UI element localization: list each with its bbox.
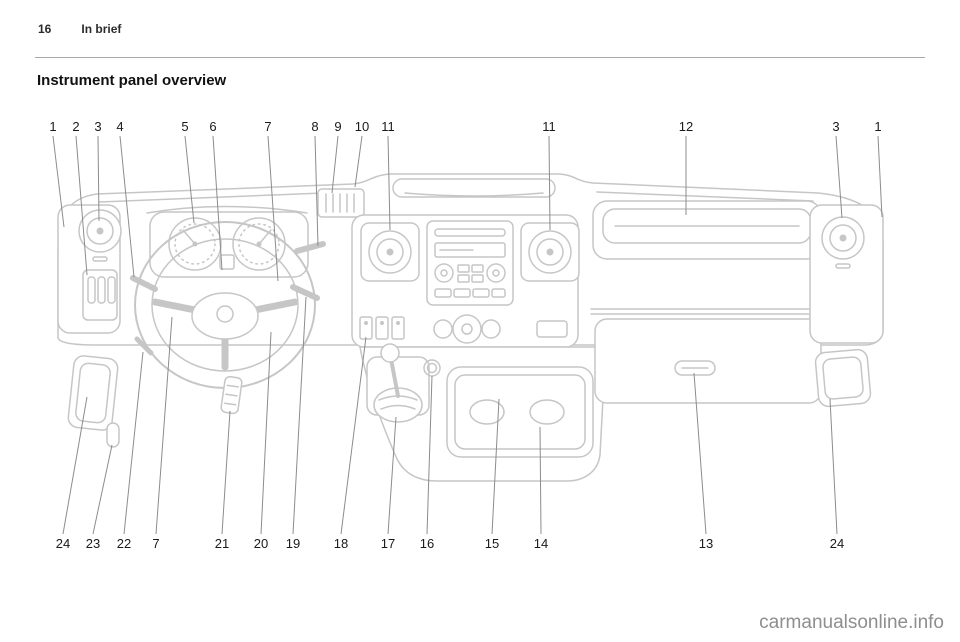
right-storage-bin xyxy=(814,348,872,408)
callout-bottom-2: 23 xyxy=(86,536,100,551)
callout-bottom-9: 17 xyxy=(381,536,395,551)
left-side-vent xyxy=(78,209,122,262)
callout-top-8: 8 xyxy=(311,119,318,134)
callout-top-5: 5 xyxy=(181,119,188,134)
callout-bottom-6: 20 xyxy=(254,536,268,551)
callout-top-9: 9 xyxy=(334,119,341,134)
control-knob-cluster xyxy=(433,314,568,344)
callout-top-2: 2 xyxy=(72,119,79,134)
callout-top-7: 7 xyxy=(264,119,271,134)
callout-bottom-4: 7 xyxy=(152,536,159,551)
dashboard-illustration: 1 2 3 4 5 6 7 8 9 10 11 11 12 3 1 24 23 … xyxy=(49,119,884,551)
callout-bottom-5: 21 xyxy=(215,536,229,551)
page-title: Instrument panel overview xyxy=(37,72,227,89)
release-lever xyxy=(106,422,120,448)
callout-bottom-8: 18 xyxy=(334,536,348,551)
callout-bottom-7: 19 xyxy=(286,536,300,551)
callout-bottom-10: 16 xyxy=(420,536,434,551)
passenger-airbag-panel xyxy=(590,200,822,315)
radio-unit xyxy=(426,220,514,306)
center-vent-right xyxy=(520,222,580,282)
callout-bottom-14: 24 xyxy=(830,536,844,551)
center-vent-left xyxy=(360,222,420,282)
gear-shifter xyxy=(366,343,430,423)
callout-top-13: 12 xyxy=(679,119,693,134)
callout-top-1: 1 xyxy=(49,119,56,134)
leader-lines xyxy=(52,135,883,535)
callout-bottom-11: 15 xyxy=(485,536,499,551)
storage-tray xyxy=(446,366,594,458)
callout-top-3: 3 xyxy=(94,119,101,134)
left-storage-bin xyxy=(67,355,119,431)
defroster-grille xyxy=(317,188,365,218)
callout-top-6: 6 xyxy=(209,119,216,134)
callout-bottom-12: 14 xyxy=(534,536,548,551)
section-title: In brief xyxy=(81,22,122,36)
callout-top-14: 3 xyxy=(832,119,839,134)
callout-bottom-13: 13 xyxy=(699,536,713,551)
page-number: 16 xyxy=(38,22,52,36)
right-side-vent xyxy=(821,216,865,269)
callout-top-15: 1 xyxy=(874,119,881,134)
callout-top-4: 4 xyxy=(116,119,123,134)
callout-top-11: 11 xyxy=(381,119,395,134)
instrument-panel-figure: 1 2 3 4 5 6 7 8 9 10 11 11 12 3 1 24 23 … xyxy=(35,105,895,565)
column-adjust-lever xyxy=(134,336,154,356)
header-divider xyxy=(35,57,925,58)
top-storage-lid xyxy=(392,178,556,198)
light-switch-panel xyxy=(82,269,118,321)
callout-numbers: 1 2 3 4 5 6 7 8 9 10 11 11 12 3 1 24 23 … xyxy=(49,119,881,551)
steering-column-stalks xyxy=(130,241,326,301)
glovebox xyxy=(594,318,822,404)
page-header: 16 In brief xyxy=(38,22,121,36)
callout-bottom-1: 24 xyxy=(56,536,70,551)
callout-top-10: 10 xyxy=(355,119,369,134)
watermark: carmanualsonline.info xyxy=(759,612,944,633)
accelerator-pedal xyxy=(220,375,243,415)
steering-wheel xyxy=(134,221,316,389)
callout-bottom-3: 22 xyxy=(117,536,131,551)
callout-top-12: 11 xyxy=(542,119,556,134)
